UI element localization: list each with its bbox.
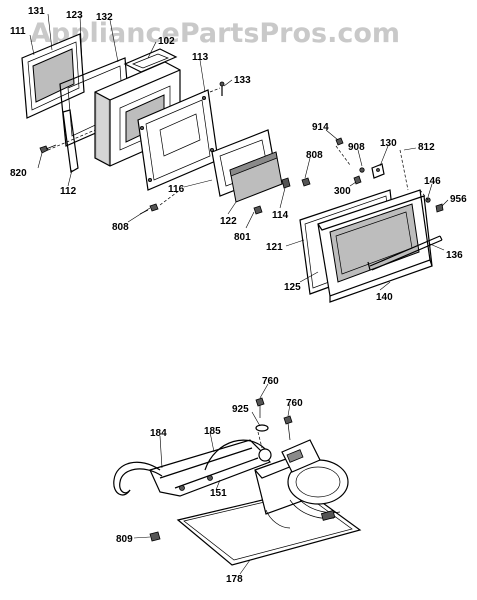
callout-820: 820 [10, 168, 27, 179]
callout-123: 123 [66, 10, 83, 21]
callout-178: 178 [226, 574, 243, 585]
callout-185: 185 [204, 426, 221, 437]
callout-113: 113 [192, 52, 209, 63]
window-pack-assembly [211, 129, 311, 215]
fastener-133 [219, 81, 225, 96]
callout-114: 114 [272, 210, 289, 221]
outer-door-assembly [299, 137, 444, 303]
leader-lines [29, 13, 449, 575]
callout-111: 111 [10, 26, 26, 37]
part-114-clip [281, 177, 291, 189]
callout-956: 956 [450, 194, 467, 205]
part-131-window [32, 48, 75, 103]
callout-131: 131 [28, 6, 45, 17]
callout-136: 136 [446, 250, 463, 261]
callout-132: 132 [96, 12, 113, 23]
callout-812: 812 [418, 142, 435, 153]
part-112-strip [62, 109, 79, 173]
fastener-809 [149, 531, 161, 542]
callout-102: 102 [158, 36, 175, 47]
door-latch-assembly [113, 397, 362, 566]
part-151-latch-arm [149, 439, 271, 497]
fastener-801 [253, 205, 263, 215]
callout-labels: 111 131 123 132 102 113 133 820 112 116 … [10, 6, 467, 585]
part-185-link [204, 439, 269, 471]
fastener-908 [359, 167, 365, 173]
callout-925: 925 [232, 404, 249, 415]
callout-125: 125 [284, 282, 301, 293]
fastener-760-left [255, 397, 265, 418]
callout-184: 184 [150, 428, 167, 439]
fastener-808-mid [301, 177, 311, 187]
callout-808-a: 808 [306, 150, 323, 161]
part-130-vent [371, 163, 385, 179]
callout-112: 112 [60, 186, 77, 197]
callout-121: 121 [266, 242, 283, 253]
part-184-hook [113, 461, 161, 496]
callout-760-a: 760 [262, 376, 279, 387]
callout-122: 122 [220, 216, 237, 227]
part-136-handle [367, 235, 443, 271]
callout-146: 146 [424, 176, 441, 187]
fastener-760-right [283, 415, 293, 441]
callout-760-b: 760 [286, 398, 303, 409]
watermark-text: AppliancePartsPros.com [30, 18, 400, 49]
callout-116: 116 [168, 184, 185, 195]
callout-151: 151 [210, 488, 227, 499]
washer-925 [255, 424, 269, 432]
inner-door-assembly [21, 33, 221, 206]
callout-133: 133 [234, 75, 251, 86]
callout-809: 809 [116, 534, 133, 545]
callout-801: 801 [234, 232, 251, 243]
callout-908: 908 [348, 142, 365, 153]
callout-914: 914 [312, 122, 329, 133]
callout-140: 140 [376, 292, 393, 303]
fastener-820 [39, 144, 57, 154]
callout-808-b: 808 [112, 222, 129, 233]
fastener-956 [435, 203, 444, 213]
callout-300: 300 [334, 186, 351, 197]
part-125-door-glass [329, 203, 420, 283]
callout-130: 130 [380, 138, 397, 149]
